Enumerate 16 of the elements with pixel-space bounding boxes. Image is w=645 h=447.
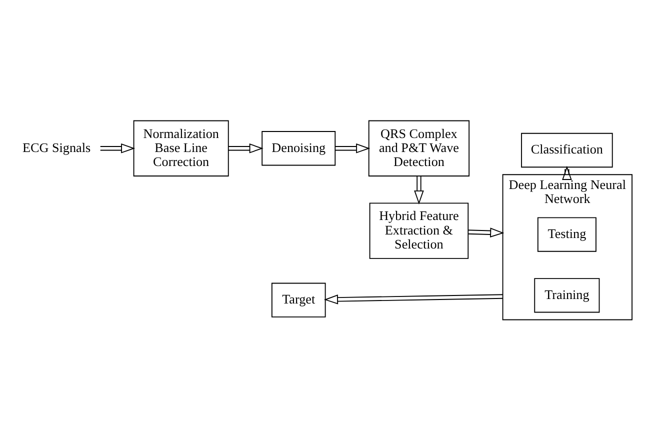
node-box: Normalization Base Line Correction xyxy=(133,120,229,176)
node-box: Classification xyxy=(521,132,613,168)
arrow xyxy=(228,142,264,153)
arrow xyxy=(468,227,504,237)
node-box: Hybrid Feature Extraction & Selection xyxy=(369,202,469,258)
node-text: ECG Signals xyxy=(22,139,91,154)
node-box: Testing xyxy=(537,216,596,252)
node-box: Denoising xyxy=(262,130,336,166)
arrow xyxy=(334,142,370,153)
arrow xyxy=(562,165,572,180)
node-box: QRS Complex and P&T Wave Detection xyxy=(368,120,470,176)
node-box: Training xyxy=(534,278,600,312)
arrow xyxy=(324,294,504,304)
arrow xyxy=(414,175,424,204)
node-box: Target xyxy=(271,282,326,317)
arrow xyxy=(100,142,136,153)
